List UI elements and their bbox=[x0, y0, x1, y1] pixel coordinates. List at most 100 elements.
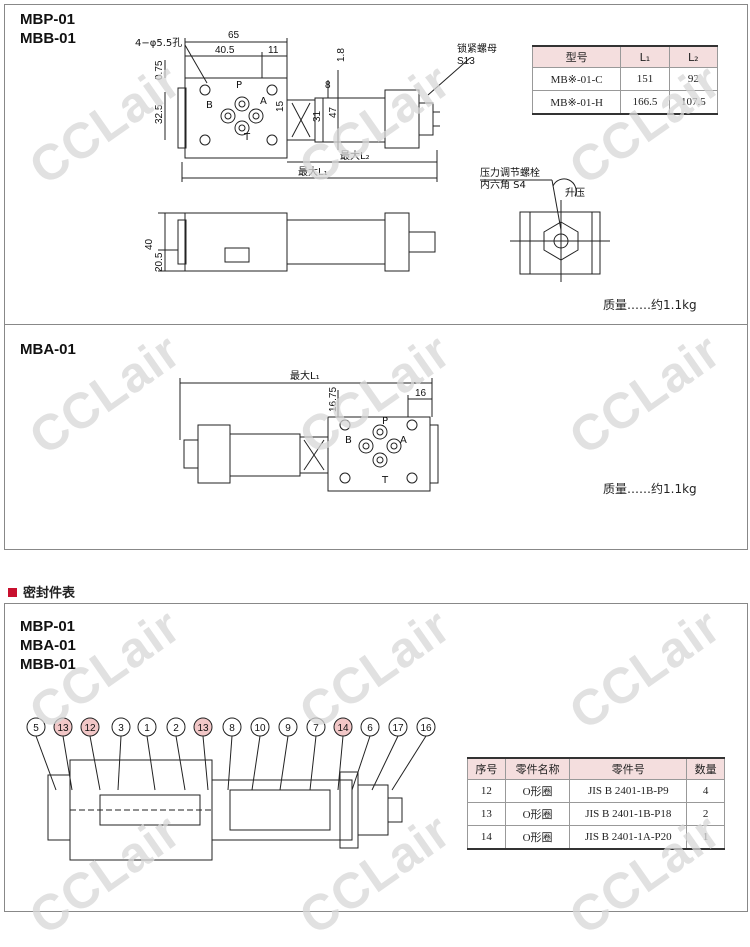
seal-model-mbp: MBP-01 bbox=[20, 618, 76, 635]
table-cell: MB※-01-C bbox=[531, 67, 622, 91]
table-cell: JIS B 2401-1A-P20 bbox=[569, 825, 688, 850]
model-title-1: MBP-01 MBB-01 bbox=[20, 10, 76, 48]
callout-leader bbox=[202, 735, 209, 791]
callout-leader bbox=[62, 735, 73, 791]
dim-1-8: 1.8 bbox=[336, 48, 347, 62]
callout-leader bbox=[371, 735, 399, 791]
label-hex: 内六角 S4 bbox=[480, 178, 526, 191]
table-cell: O形圈 bbox=[504, 802, 571, 826]
seal-title-text: 密封件表 bbox=[23, 586, 76, 601]
callout-circle bbox=[278, 717, 298, 737]
label-holes: 4−φ5.5孔 bbox=[135, 37, 182, 49]
callout-label: 14 bbox=[337, 723, 349, 734]
th-model: 型号 bbox=[531, 45, 622, 68]
table-cell: 1 bbox=[686, 825, 725, 850]
callout-leader bbox=[351, 735, 371, 791]
th-name: 零件名称 bbox=[504, 757, 571, 780]
callout-label: 6 bbox=[367, 723, 373, 734]
callout-circle bbox=[137, 717, 157, 737]
model-table: 型号 L₁ L₂ MB※-01-C 151 92 MB※-01-H 166.5 … bbox=[531, 45, 719, 115]
table-cell: 13 bbox=[467, 802, 506, 826]
dim-31: 31 bbox=[312, 110, 323, 122]
dim-16: 16 bbox=[415, 388, 427, 399]
dim-65: 65 bbox=[228, 30, 240, 41]
callout-circle bbox=[360, 717, 380, 737]
mass-1: 质量……约1.1kg bbox=[603, 298, 697, 312]
callout-label: 1 bbox=[144, 723, 150, 734]
callout-circle bbox=[306, 717, 326, 737]
callout-label: 12 bbox=[84, 723, 96, 734]
table-cell: 92 bbox=[668, 67, 719, 91]
port-a: A bbox=[260, 96, 267, 107]
callout-leader bbox=[227, 735, 233, 791]
callout-circle bbox=[250, 717, 270, 737]
callout-label: 5 bbox=[33, 723, 39, 734]
label-locknut-size: S13 bbox=[457, 56, 475, 67]
seal-section-title: 密封件表 bbox=[8, 582, 75, 601]
callout-circle bbox=[222, 717, 242, 737]
dim-32-5: 32.5 bbox=[154, 104, 165, 124]
callout-label: 16 bbox=[420, 723, 432, 734]
mba-port-a: A bbox=[400, 435, 407, 446]
dim-0-75: 0.75 bbox=[154, 60, 165, 80]
model-mbp: MBP-01 bbox=[20, 11, 76, 28]
callout-leader bbox=[175, 735, 186, 791]
callout-circle bbox=[333, 717, 353, 737]
callout-label: 10 bbox=[254, 723, 266, 734]
label-max-l2: 最大L₂ bbox=[340, 149, 370, 162]
callout-circle bbox=[193, 717, 213, 737]
mba-port-t: T bbox=[381, 475, 389, 486]
callout-leader bbox=[279, 735, 289, 791]
dim-8: 8 bbox=[325, 80, 331, 91]
section-marker-icon bbox=[8, 588, 17, 597]
table-cell: O形圈 bbox=[504, 779, 571, 803]
callout-circle bbox=[111, 717, 131, 737]
table-cell: 12 bbox=[467, 779, 506, 803]
table-cell: 4 bbox=[686, 779, 725, 803]
table-cell: 151 bbox=[620, 67, 670, 91]
table-cell: MB※-01-H bbox=[531, 90, 622, 115]
mba-port-b: B bbox=[345, 435, 352, 446]
table-cell: 14 bbox=[467, 825, 506, 850]
callout-label: 2 bbox=[173, 723, 179, 734]
callout-circle bbox=[80, 717, 100, 737]
dim-16-75: 16.75 bbox=[328, 387, 339, 412]
label-raise: 升压 bbox=[565, 187, 585, 199]
callout-label: 13 bbox=[57, 723, 69, 734]
mass-2: 质量……约1.1kg bbox=[603, 482, 697, 496]
seal-table: 序号 零件名称 零件号 数量 12 O形圈 JIS B 2401-1B-P9 4… bbox=[467, 757, 725, 850]
port-p: P bbox=[236, 80, 242, 91]
label-mba-max-l1: 最大L₁ bbox=[290, 369, 320, 382]
mba-port-p: P bbox=[382, 416, 388, 427]
dim-40-5: 40.5 bbox=[215, 45, 235, 56]
label-max-l1: 最大L₁ bbox=[298, 165, 328, 178]
callout-label: 9 bbox=[285, 723, 291, 734]
seal-model-mba: MBA-01 bbox=[20, 637, 76, 654]
th-no: 序号 bbox=[467, 757, 506, 780]
th-l2: L₂ bbox=[668, 45, 719, 68]
table-cell: JIS B 2401-1B-P9 bbox=[569, 779, 688, 803]
th-qty: 数量 bbox=[686, 757, 725, 780]
callout-circle bbox=[166, 717, 186, 737]
table-cell: 2 bbox=[686, 802, 725, 826]
seal-models: MBP-01 MBA-01 MBB-01 bbox=[20, 617, 76, 674]
dim-40: 40 bbox=[144, 238, 155, 250]
drawing-top-view: 4−φ5.5孔 65 40.5 11 1.8 0.75 32.5 15 8 31… bbox=[135, 30, 610, 282]
dim-11: 11 bbox=[268, 45, 279, 56]
callout-leader bbox=[117, 735, 122, 791]
panel-mba bbox=[4, 324, 748, 550]
dim-15: 15 bbox=[275, 100, 286, 112]
callout-label: 3 bbox=[118, 723, 124, 734]
callout-circle bbox=[53, 717, 73, 737]
th-l1: L₁ bbox=[620, 45, 670, 68]
callout-leader bbox=[89, 735, 101, 791]
table-cell: O形圈 bbox=[504, 825, 571, 850]
th-part: 零件号 bbox=[569, 757, 688, 780]
callout-circle bbox=[388, 717, 408, 737]
callout-circle bbox=[26, 717, 46, 737]
callout-leader bbox=[35, 735, 57, 791]
callout-circle bbox=[416, 717, 436, 737]
label-locknut: 锁紧螺母 bbox=[457, 42, 497, 55]
port-t: T bbox=[243, 132, 251, 143]
